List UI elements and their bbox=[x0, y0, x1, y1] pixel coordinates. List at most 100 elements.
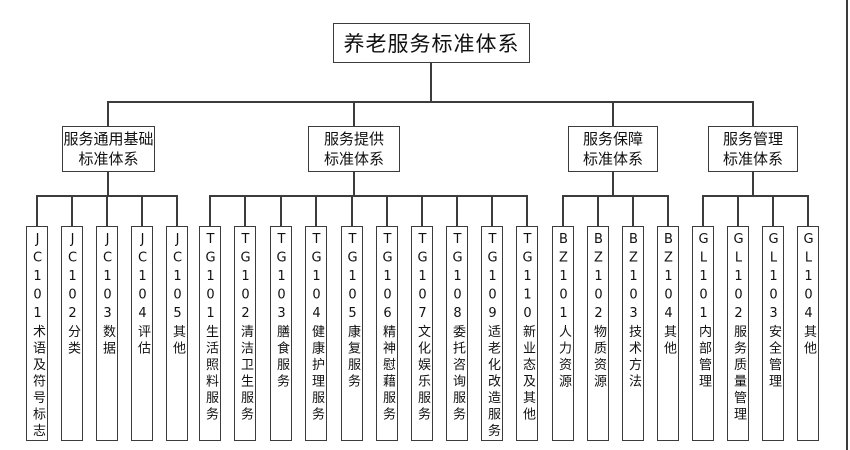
leaf-name: 膳食服务 bbox=[274, 324, 289, 391]
branch-label-line1: 服务提供 bbox=[323, 130, 384, 148]
leaf-node-bz104: BZ104其他 bbox=[657, 226, 679, 441]
leaf-code: JC102 bbox=[65, 232, 80, 325]
connector-leaf-drop bbox=[772, 195, 774, 226]
connector-leaf-drop bbox=[244, 195, 246, 226]
connector-leaf-drop bbox=[737, 195, 739, 226]
leaf-name: 康复服务 bbox=[345, 324, 360, 391]
leaf-code: GL102 bbox=[731, 232, 746, 325]
page-edge-line bbox=[846, 0, 848, 450]
branch-node-bz: 服务保障 标准体系 bbox=[568, 126, 658, 172]
leaf-code: BZ102 bbox=[591, 232, 606, 325]
leaf-code: TG109 bbox=[485, 232, 500, 325]
leaf-name: 服务质量管理 bbox=[731, 324, 746, 424]
branch-node-gl: 服务管理 标准体系 bbox=[708, 126, 798, 172]
connector-bz-bus bbox=[563, 195, 669, 197]
branch-node-tg: 服务提供 标准体系 bbox=[308, 126, 400, 172]
leaf-node-tg105: TG105康复服务 bbox=[341, 226, 363, 441]
leaf-code: TG105 bbox=[345, 232, 360, 325]
connector-jc-stem bbox=[107, 171, 109, 196]
connector-jc-bus bbox=[37, 195, 178, 197]
leaf-name: 委托咨询服务 bbox=[450, 324, 465, 424]
root-node-label: 养老服务标准体系 bbox=[343, 32, 520, 56]
leaf-name: 其他 bbox=[801, 324, 816, 358]
connector-leaf-drop bbox=[597, 195, 599, 226]
branch-label-line2: 标准体系 bbox=[722, 150, 783, 168]
connector-leaf-drop bbox=[456, 195, 458, 226]
connector-branch4-drop bbox=[752, 101, 754, 127]
leaf-node-jc102: JC102分类 bbox=[61, 226, 83, 441]
branch-label-line2: 标准体系 bbox=[323, 150, 384, 168]
leaf-code: GL101 bbox=[696, 232, 711, 325]
leaf-name: 内部管理 bbox=[696, 324, 711, 391]
branch-label-line1: 服务保障 bbox=[582, 130, 643, 148]
connector-leaf-drop bbox=[106, 195, 108, 226]
leaf-node-jc105: JC105其他 bbox=[166, 226, 188, 441]
connector-root-drop bbox=[430, 61, 432, 102]
connector-leaf-drop bbox=[71, 195, 73, 226]
leaf-node-tg103: TG103膳食服务 bbox=[270, 226, 292, 441]
connector-leaf-drop bbox=[667, 195, 669, 226]
connector-tg-stem bbox=[353, 171, 355, 196]
connector-leaf-drop bbox=[315, 195, 317, 226]
connector-leaf-drop bbox=[421, 195, 423, 226]
leaf-node-bz103: BZ103技术方法 bbox=[622, 226, 644, 441]
leaf-node-gl101: GL101内部管理 bbox=[692, 226, 714, 441]
connector-leaf-drop bbox=[562, 195, 564, 226]
leaf-name: 数据 bbox=[100, 324, 115, 358]
leaf-name: 新业态及其他 bbox=[520, 324, 535, 424]
leaf-name: 文化娱乐服务 bbox=[415, 324, 430, 424]
leaf-code: TG106 bbox=[380, 232, 395, 325]
leaf-code: GL104 bbox=[801, 232, 816, 325]
connector-leaf-drop bbox=[176, 195, 178, 226]
leaf-node-tg108: TG108委托咨询服务 bbox=[446, 226, 468, 441]
leaf-code: JC103 bbox=[100, 232, 115, 325]
leaf-name: 评估 bbox=[135, 324, 150, 358]
leaf-node-jc103: JC103数据 bbox=[96, 226, 118, 441]
leaf-code: TG102 bbox=[238, 232, 253, 325]
connector-leaf-drop bbox=[526, 195, 528, 226]
root-node: 养老服务标准体系 bbox=[333, 23, 530, 63]
leaf-node-bz101: BZ101人力资源 bbox=[552, 226, 574, 441]
branch-label-line1: 服务管理 bbox=[722, 130, 783, 148]
connector-tg-bus bbox=[210, 195, 528, 197]
branch-label-line2: 标准体系 bbox=[78, 150, 139, 168]
connector-branch3-drop bbox=[612, 101, 614, 127]
connector-leaf-drop bbox=[36, 195, 38, 226]
leaf-node-tg109: TG109适老化改造服务 bbox=[481, 226, 503, 441]
connector-gl-bus bbox=[703, 195, 809, 197]
leaf-node-gl102: GL102服务质量管理 bbox=[727, 226, 749, 441]
leaf-name: 健康护理服务 bbox=[309, 324, 324, 424]
leaf-code: BZ103 bbox=[626, 232, 641, 325]
leaf-code: TG101 bbox=[203, 232, 218, 325]
leaf-code: GL103 bbox=[766, 232, 781, 325]
connector-leaf-drop bbox=[386, 195, 388, 226]
connector-leaf-drop bbox=[632, 195, 634, 226]
leaf-name: 技术方法 bbox=[626, 324, 641, 391]
branch-node-jc: 服务通用基础 标准体系 bbox=[62, 126, 155, 172]
leaf-name: 分类 bbox=[65, 324, 80, 358]
leaf-node-tg107: TG107文化娱乐服务 bbox=[411, 226, 433, 441]
connector-branch1-drop bbox=[107, 101, 109, 127]
leaf-node-tg110: TG110新业态及其他 bbox=[516, 226, 538, 441]
leaf-name: 术语及符号标志 bbox=[30, 324, 45, 441]
leaf-name: 人力资源 bbox=[556, 324, 571, 391]
leaf-node-gl103: GL103安全管理 bbox=[762, 226, 784, 441]
leaf-node-tg106: TG106精神慰藉服务 bbox=[376, 226, 398, 441]
branch-label-line2: 标准体系 bbox=[582, 150, 643, 168]
connector-leaf-drop bbox=[209, 195, 211, 226]
leaf-name: 物质资源 bbox=[591, 324, 606, 391]
branch-label-line1: 服务通用基础 bbox=[63, 130, 154, 148]
leaf-code: BZ104 bbox=[661, 232, 676, 325]
leaf-name: 清洁卫生服务 bbox=[238, 324, 253, 424]
leaf-node-tg101: TG101生活照料服务 bbox=[199, 226, 221, 441]
leaf-code: JC101 bbox=[30, 232, 45, 325]
leaf-node-gl104: GL104其他 bbox=[797, 226, 819, 441]
leaf-code: TG110 bbox=[520, 232, 535, 325]
leaf-code: JC105 bbox=[170, 232, 185, 325]
leaf-name: 其他 bbox=[170, 324, 185, 358]
connector-leaf-drop bbox=[141, 195, 143, 226]
leaf-code: TG103 bbox=[274, 232, 289, 325]
leaf-code: BZ101 bbox=[556, 232, 571, 325]
connector-leaf-drop bbox=[807, 195, 809, 226]
